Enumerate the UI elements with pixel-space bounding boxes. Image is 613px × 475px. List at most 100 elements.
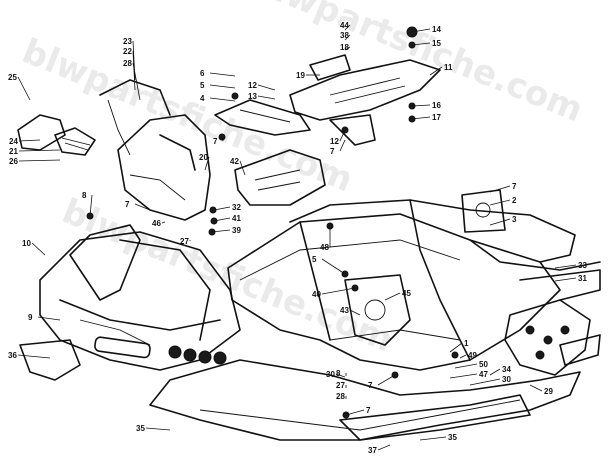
callout-label-36: 36 [8,351,17,360]
callout-label-27: 27 [336,381,345,390]
callout-label-26: 26 [9,157,18,166]
callout-leader-14 [411,28,431,33]
callout-leader-22 [132,50,136,91]
callout-leader-38 [344,34,351,41]
callout-label-23: 23 [123,37,132,46]
front-bumper-frame [39,224,241,371]
callout-leader-7 [377,374,396,386]
callout-label-19: 19 [296,71,305,80]
callout-leader-40 [321,287,356,295]
callout-leader-37 [377,444,391,451]
callout-label-4: 4 [200,94,205,103]
callout-label-30: 30 [326,370,335,379]
callout-label-40: 40 [312,290,321,299]
callout-label-42: 42 [230,157,239,166]
callout-label-15: 15 [432,39,441,48]
callout-leader-35 [145,427,171,431]
callout-leader-41 [213,217,231,222]
callout-leader-18 [344,46,351,51]
callout-label-8: 8 [336,369,341,378]
callout-label-35: 35 [136,424,145,433]
callout-leader-4 [209,97,236,102]
callout-label-22: 22 [123,47,132,56]
callout-leader-26 [18,159,61,162]
callout-label-25: 25 [8,73,17,82]
callout-leader-43 [349,309,361,316]
callout-leader-2 [489,199,511,206]
callout-label-28: 28 [123,59,132,68]
callout-leader-20 [204,156,210,171]
callout-leader-32 [213,206,231,211]
belly-pan [149,359,581,441]
bracket-13 [214,99,311,136]
callout-label-24: 24 [9,137,18,146]
callout-leader-5 [209,84,236,89]
callout-leader-46 [161,221,166,224]
callout-leader-7 [489,185,511,193]
watermark-text-3: blwpartsfiche.com [247,0,589,130]
callout-label-5: 5 [200,81,205,90]
callout-leader-17 [411,116,431,120]
callout-leader-36 [17,354,51,359]
callout-leader-28 [132,62,141,101]
callout-leader-6 [209,72,236,77]
callout-label-7: 7 [213,137,218,146]
callout-label-18: 18 [340,43,349,52]
callout-label-6: 6 [200,69,205,78]
callout-leader-12 [339,129,346,142]
callout-label-11: 11 [444,63,453,72]
callout-leader-3 [489,218,511,226]
callout-label-31: 31 [578,274,587,283]
callout-label-48: 48 [320,243,329,252]
callout-label-29: 29 [544,387,553,396]
callout-leader-21 [18,149,61,152]
callout-leader-7 [345,409,365,416]
front-nose-cowl [99,79,211,221]
callout-label-41: 41 [232,214,241,223]
callout-label-47: 47 [479,370,488,379]
callout-label-43: 43 [340,306,349,315]
callout-label-12: 12 [330,137,339,146]
watermark: blwpartsfiche.com blwpartsfiche.com blwp… [17,0,589,360]
callout-label-7: 7 [330,147,335,156]
dash-console [289,54,441,146]
callout-label-50: 50 [479,360,488,369]
callout-leader-12 [257,84,276,91]
callout-label-9: 9 [28,313,33,322]
mud-flap [19,339,81,381]
callout-leader-30 [469,378,501,386]
callout-leader-25 [17,76,31,101]
callout-label-7: 7 [368,381,373,390]
callout-label-21: 21 [9,147,18,156]
callout-label-20: 20 [199,153,208,162]
callout-label-45: 45 [402,289,411,298]
callout-label-16: 16 [432,101,441,110]
callout-label-3: 3 [512,215,517,224]
callout-leader-31 [554,277,577,282]
callout-label-37: 37 [368,446,377,455]
callout-label-27: 27 [180,237,189,246]
callout-leader-8 [89,194,93,217]
callout-label-33: 33 [578,261,587,270]
callout-label-34: 34 [502,365,511,374]
callout-label-7: 7 [366,406,371,415]
callout-leader-42 [239,160,246,176]
callout-leader-47 [449,373,478,379]
callout-label-46: 46 [152,219,161,228]
callout-leader-16 [411,104,431,107]
callout-leader-49 [459,354,467,359]
callout-leader-1 [449,342,463,353]
heat-shield [234,149,326,206]
callout-labels: 4438181415111916172322282524212665412137… [8,21,587,455]
callout-leader-7 [134,203,151,211]
callout-label-39: 39 [232,226,241,235]
callout-leader-44 [344,24,351,31]
callout-leader-5 [321,258,346,275]
callout-label-38: 38 [340,31,349,40]
callout-label-35: 35 [448,433,457,442]
callout-leader-13 [257,95,276,100]
hardware-fasteners [86,26,459,419]
callout-label-49: 49 [468,351,477,360]
callout-label-17: 17 [432,113,441,122]
